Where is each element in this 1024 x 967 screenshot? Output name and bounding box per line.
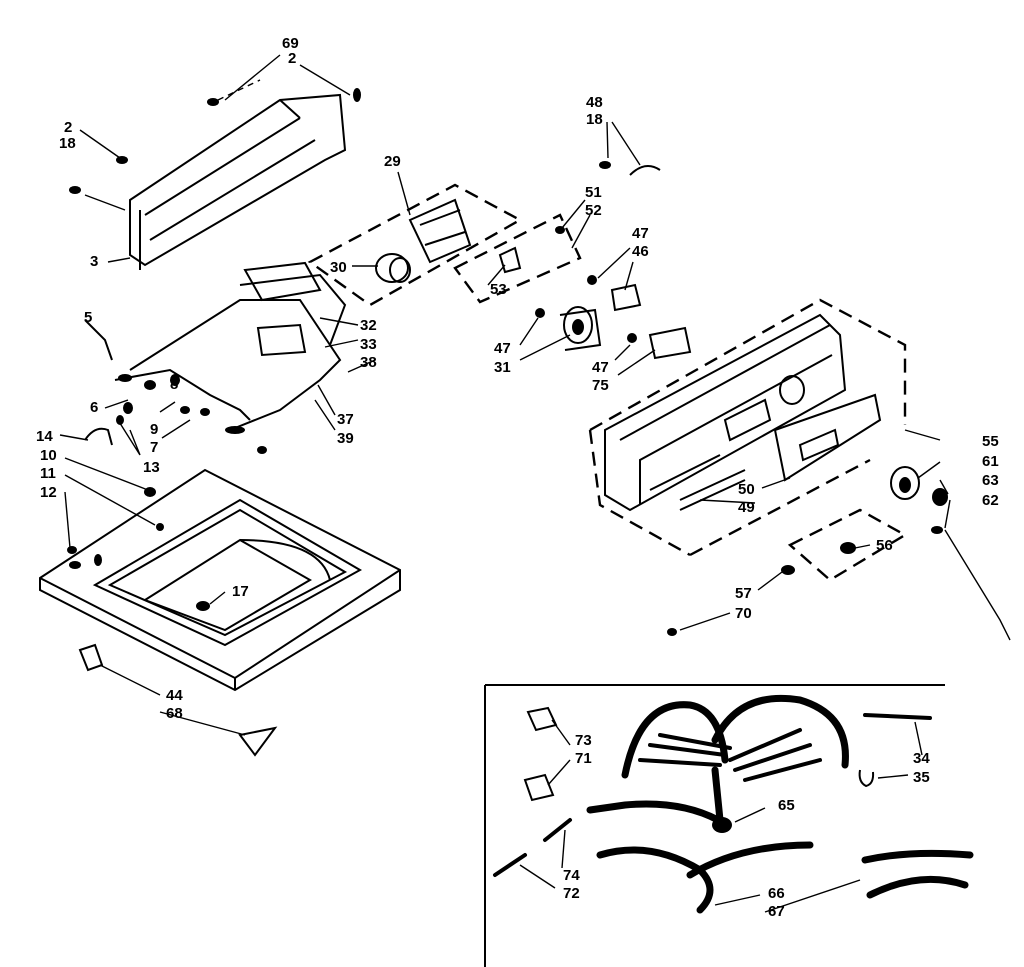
part-label: 56 [876,537,893,554]
part-label: 74 [563,867,580,884]
leader-lines [59,54,951,913]
part-label: 69 [282,35,299,52]
wiring-harness-inset [484,684,974,967]
hardware-parts-left [67,374,267,554]
part-label: 38 [360,354,377,371]
top-panel-part [84,261,347,431]
part-label: 75 [592,377,609,394]
part-label: 37 [337,411,354,428]
part-label: 66 [768,885,785,902]
part-label: 46 [632,243,649,260]
part-label: 67 [768,903,785,920]
part-label: 68 [166,705,183,722]
part-label: 48 [586,94,603,111]
part-label: 47 [592,359,609,376]
part-label: 61 [982,453,999,470]
part-label: 47 [632,225,649,242]
part-label: 34 [913,750,930,767]
part-label: 13 [143,459,160,476]
part-label: 5 [84,309,92,326]
part-label: 30 [330,259,347,276]
part-label: 55 [982,433,999,450]
part-label: 57 [735,585,752,602]
part-label: 62 [982,492,999,509]
part-label: 10 [40,447,57,464]
control-console-part [588,298,1011,641]
part-label: 18 [59,135,76,152]
part-label: 6 [90,399,98,416]
part-label: 18 [586,111,603,128]
part-label: 17 [232,583,249,600]
part-label: 47 [494,340,511,357]
part-label: 32 [360,317,377,334]
lid-switch-assembly [307,183,582,307]
part-number-labels: 69 2 2 18 3 29 30 53 51 52 48 18 47 46 4… [36,35,999,920]
part-label: 49 [738,499,755,516]
part-label: 51 [585,184,602,201]
part-label: 3 [90,253,98,270]
part-label: 65 [778,797,795,814]
part-label: 2 [64,119,72,136]
part-label: 53 [490,281,507,298]
part-label: 29 [384,153,401,170]
part-label: 52 [585,202,602,219]
part-label: 44 [166,687,183,704]
part-label: 31 [494,359,511,376]
part-label: 72 [563,885,580,902]
part-label: 12 [40,484,57,501]
rear-bracket-part [69,79,361,270]
part-label: 50 [738,481,755,498]
part-label: 71 [575,750,592,767]
part-label: 7 [150,439,158,456]
switch-parts-middle [535,161,692,360]
part-label: 9 [150,421,158,438]
part-label: 14 [36,428,53,445]
washer-top-part [39,468,401,757]
part-label: 70 [735,605,752,622]
part-label: 63 [982,472,999,489]
part-label: 2 [288,50,296,67]
part-label: 39 [337,430,354,447]
part-label: 33 [360,336,377,353]
part-label: 11 [40,465,56,482]
part-label: 8 [170,376,178,393]
part-label: 73 [575,732,592,749]
part-label: 35 [913,769,930,786]
